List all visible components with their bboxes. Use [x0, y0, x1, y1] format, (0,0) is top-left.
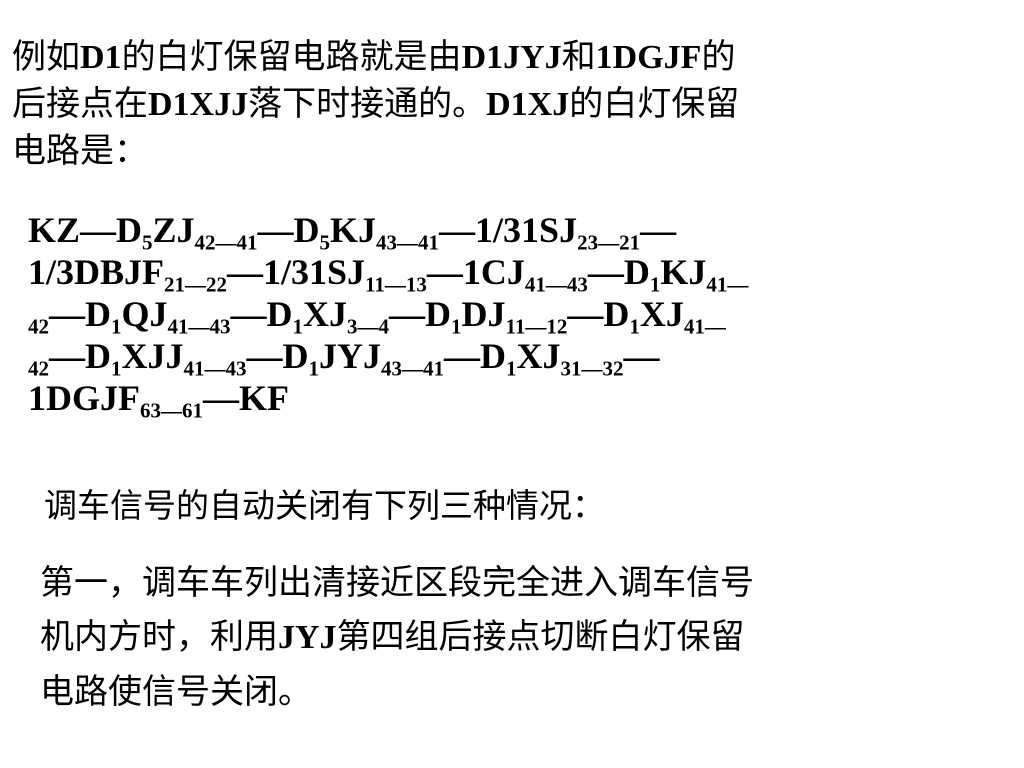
circuit-subscript: 43—41	[376, 230, 440, 255]
circuit-segment: —D	[257, 210, 320, 250]
circuit-subscript: 1	[506, 356, 517, 381]
circuit-segment: KJ	[660, 252, 707, 292]
relay-code: JYJ	[278, 619, 337, 656]
circuit-formula: KZ—D5ZJ42—41—D5KJ43—41—1/31SJ23—21— 1/3D…	[28, 209, 749, 423]
intro-text: 落下时接通的。	[248, 84, 487, 124]
relay-code: D1XJJ	[148, 86, 249, 123]
circuit-segment: —	[640, 210, 677, 250]
relay-code: D1XJ	[486, 86, 570, 123]
circuit-subscript: 1	[111, 314, 122, 339]
intro-text: 和	[561, 37, 596, 77]
circuit-segment: —D	[567, 294, 630, 334]
relay-code: D1JYJ	[461, 39, 562, 76]
circuit-subscript: 41—43	[183, 356, 247, 381]
circuit-line-5: 1DGJF63—61—KF	[28, 377, 748, 423]
circuit-subscript: 1	[451, 314, 462, 339]
circuit-segment: —1/31SJ	[439, 210, 578, 250]
circuit-subscript: 21—22	[164, 272, 228, 297]
intro-line-1: 例如D1的白灯保留电路就是由D1JYJ和1DGJF的	[12, 34, 739, 81]
conditions-heading: 调车信号的自动关闭有下列三种情况：	[44, 486, 605, 525]
circuit-subscript: 63—61	[140, 398, 203, 423]
intro-paragraph: 例如D1的白灯保留电路就是由D1JYJ和1DGJF的 后接点在D1XJJ落下时接…	[12, 34, 739, 175]
first-condition-paragraph: 第一，调车车列出清接近区段完全进入调车信号 机内方时，利用JYJ第四组后接点切断…	[40, 556, 754, 719]
intro-line-3: 电路是：	[12, 128, 739, 175]
circuit-segment: XJ	[516, 336, 561, 376]
circuit-subscript: 41—43	[524, 272, 588, 297]
first-line-2: 机内方时，利用JYJ第四组后接点切断白灯保留	[40, 610, 754, 665]
circuit-segment: —D	[230, 294, 293, 334]
circuit-segment: XJ	[639, 294, 684, 334]
circuit-segment: —D	[246, 336, 309, 376]
circuit-segment: —D	[587, 252, 650, 292]
circuit-segment: —1CJ	[426, 252, 525, 292]
intro-text: 例如	[12, 37, 80, 77]
first-line-1: 第一，调车车列出清接近区段完全进入调车信号	[40, 563, 754, 603]
circuit-line-1: KZ—D5ZJ42—41—D5KJ43—41—1/31SJ23—21—	[28, 209, 748, 255]
circuit-segment: KZ—D	[28, 210, 143, 250]
circuit-subscript: 5	[319, 230, 331, 255]
circuit-segment: KJ	[330, 210, 377, 250]
circuit-line-2: 1/3DBJF21—22—1/31SJ11—13—1CJ41—43—D1KJ41…	[28, 251, 749, 297]
intro-text: 的白灯保留电路就是由	[121, 37, 462, 77]
first-text: 第四组后接点切断白灯保留	[336, 617, 745, 657]
circuit-subscript: 41—	[706, 272, 749, 297]
relay-code: 1DGJF	[595, 39, 702, 76]
circuit-segment: —D	[49, 294, 111, 334]
circuit-segment: XJ	[303, 294, 348, 334]
circuit-subscript: 31—32	[560, 356, 624, 381]
circuit-subscript: 42—41	[194, 230, 258, 255]
intro-line-2: 后接点在D1XJJ落下时接通的。D1XJ的白灯保留	[12, 81, 739, 128]
circuit-segment: 1DGJF	[28, 378, 140, 418]
circuit-segment: —D	[444, 336, 506, 376]
intro-text: 的	[701, 37, 736, 77]
circuit-subscript: 1	[111, 356, 122, 381]
circuit-segment: —1/31SJ	[227, 252, 366, 292]
circuit-subscript: 23—21	[577, 230, 641, 255]
circuit-subscript: 11—13	[365, 272, 427, 297]
circuit-subscript: 1	[649, 272, 661, 297]
circuit-segment: —D	[49, 336, 111, 376]
circuit-subscript: 5	[142, 230, 153, 255]
circuit-subscript: 1	[629, 314, 640, 339]
circuit-line-4: 42—D1XJJ41—43—D1JYJ43—41—D1XJ31—32—	[28, 335, 748, 381]
circuit-segment: DJ	[461, 294, 506, 334]
circuit-subscript: 1	[292, 314, 304, 339]
circuit-segment: —	[623, 336, 660, 376]
circuit-subscript: 1	[308, 356, 320, 381]
circuit-line-3: 42—D1QJ41—43—D1XJ3—4—D1DJ11—12—D1XJ41—	[28, 293, 748, 339]
circuit-subscript: 41—	[683, 314, 726, 339]
intro-text: 电路是：	[12, 131, 148, 171]
intro-text: 后接点在	[12, 84, 148, 124]
circuit-subscript: 43—41	[381, 356, 444, 381]
circuit-segment: —D	[389, 294, 452, 334]
circuit-segment: QJ	[121, 294, 168, 334]
first-text: 机内方时，利用	[40, 617, 278, 657]
circuit-segment: 1/3DBJF	[28, 252, 165, 292]
circuit-subscript: 42	[28, 356, 49, 381]
circuit-subscript: 42	[28, 314, 49, 339]
circuit-segment: —KF	[203, 378, 289, 418]
first-line-3: 电路使信号关闭。	[40, 672, 312, 712]
circuit-segment: ZJ	[152, 210, 195, 250]
circuit-segment: XJJ	[121, 336, 184, 376]
circuit-subscript: 3—4	[347, 314, 390, 339]
circuit-segment: JYJ	[319, 336, 381, 376]
circuit-subscript: 11—12	[505, 314, 568, 339]
circuit-subscript: 41—43	[167, 314, 231, 339]
relay-code: D1	[80, 39, 122, 76]
intro-text: 的白灯保留	[569, 84, 740, 124]
